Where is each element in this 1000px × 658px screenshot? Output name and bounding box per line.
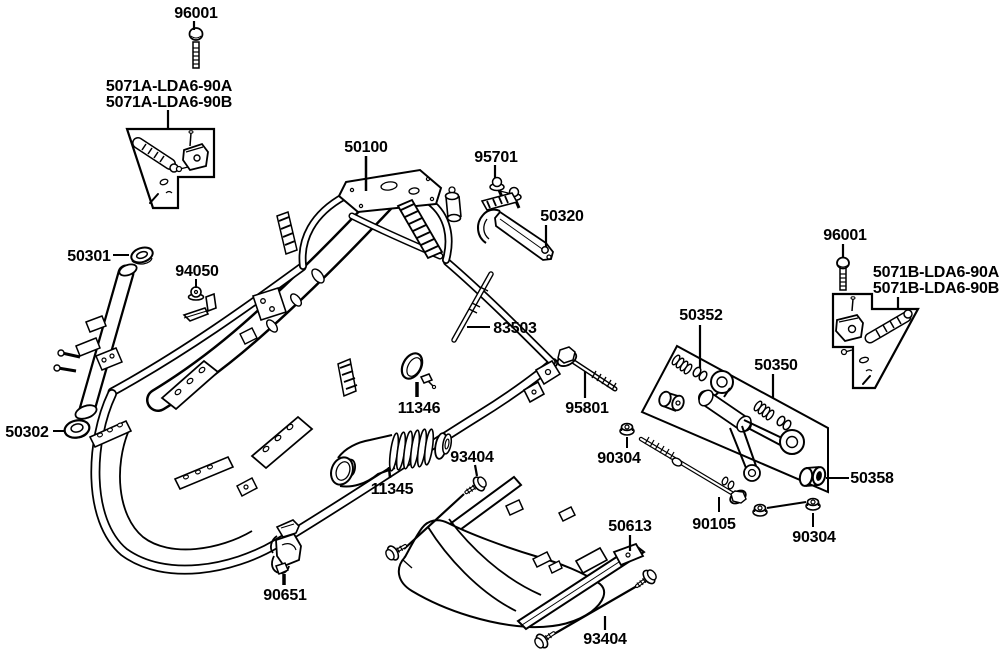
nut-94050-with-bracket <box>182 286 217 322</box>
part-label-5071B-90A: 5071B-LDA6-90A <box>873 264 1000 281</box>
part-label-95801: 95801 <box>565 400 609 417</box>
part-label-50100: 50100 <box>344 139 388 156</box>
part-label-5071B-90B: 5071B-LDA6-90B <box>873 280 999 297</box>
footpeg-kit-box-5071A <box>125 127 216 210</box>
bolts-93404-lower <box>534 569 657 649</box>
part-label-90304-left: 90304 <box>597 450 641 467</box>
part-label-93404-upper: 93404 <box>450 449 494 466</box>
part-label-11346: 11346 <box>398 400 441 417</box>
part-label-96001-right: 96001 <box>823 227 867 244</box>
part-label-50358: 50358 <box>850 470 894 487</box>
part-label-5071A-90A: 5071A-LDA6-90A <box>106 78 233 95</box>
bushing-50358 <box>798 466 827 487</box>
part-labels: 96001 5071A-LDA6-90A 5071A-LDA6-90B 5010… <box>5 5 1000 648</box>
part-label-11345: 11345 <box>371 481 414 498</box>
engine-hanger-box-50350 <box>640 344 829 494</box>
part-label-96001-left: 96001 <box>174 5 218 22</box>
bolt-96001-right <box>836 256 850 291</box>
under-cowl-50613 <box>397 475 646 631</box>
part-label-83503: 83503 <box>493 320 537 337</box>
leader-lines <box>53 21 900 630</box>
part-label-93404-lower: 93404 <box>583 631 627 648</box>
clamp-11346 <box>400 352 437 390</box>
part-label-50352: 50352 <box>679 307 723 324</box>
part-label-90651: 90651 <box>263 587 307 604</box>
bolt-90105 <box>638 436 747 505</box>
nut-90304-left <box>619 422 635 436</box>
bolt-96001-left <box>188 27 204 69</box>
rod-83503 <box>451 271 494 343</box>
part-label-90304-right: 90304 <box>792 529 836 546</box>
grommet-50302 <box>63 419 91 439</box>
part-label-50320: 50320 <box>540 208 584 225</box>
part-label-90105: 90105 <box>692 516 736 533</box>
grommet-50301 <box>130 246 154 265</box>
part-label-50350: 50350 <box>754 357 798 374</box>
part-label-94050: 94050 <box>175 263 219 280</box>
part-label-50613: 50613 <box>608 518 652 535</box>
part-label-50301: 50301 <box>67 248 111 265</box>
footpeg-kit-box-5071B <box>831 292 920 390</box>
part-label-5071A-90B: 5071A-LDA6-90B <box>106 94 232 111</box>
nuts-90304-right <box>752 497 821 517</box>
hanger-link-arms <box>698 370 805 490</box>
part-label-95701: 95701 <box>474 149 518 166</box>
bolt-95801 <box>556 346 618 392</box>
spring-collar-50352 <box>671 354 708 382</box>
duct-11345 <box>330 428 453 488</box>
clamp-90651 <box>270 519 302 576</box>
part-label-50302: 50302 <box>5 424 49 441</box>
bolts-93404-upper <box>385 476 487 561</box>
bracket-50320 <box>477 192 554 261</box>
